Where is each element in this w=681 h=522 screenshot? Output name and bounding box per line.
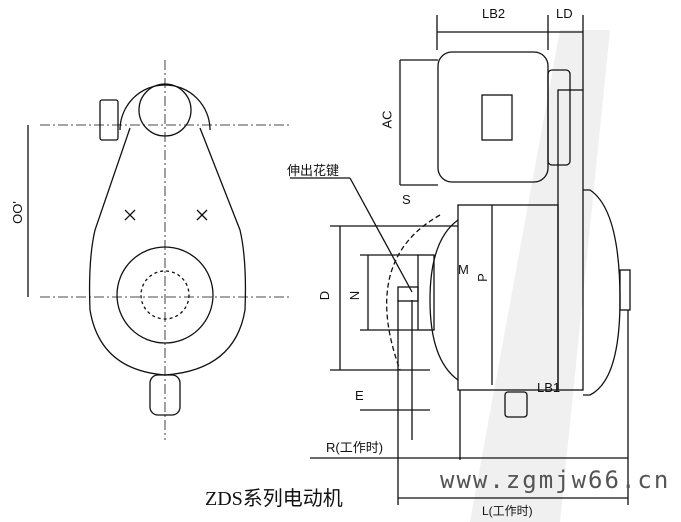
label-ld: LD — [556, 6, 573, 21]
label-oo: OO' — [9, 201, 25, 224]
label-l: L(工作时) — [482, 504, 533, 518]
watermark: www.zgmjw66.cn — [440, 466, 671, 494]
label-lb2: LB2 — [482, 6, 506, 21]
watermark-stripe — [470, 30, 610, 522]
brake-motor — [399, 15, 584, 186]
label-n: N — [347, 290, 363, 301]
label-s: S — [402, 192, 411, 207]
label-d: D — [317, 290, 333, 301]
end-view — [27, 60, 290, 440]
label-r: R(工作时) — [326, 440, 384, 455]
label-e: E — [355, 388, 364, 403]
label-ac: AC — [379, 110, 395, 129]
main-motor — [290, 89, 631, 505]
label-m: M — [458, 262, 469, 277]
label-spline: 伸出花键 — [287, 163, 340, 178]
diagram-caption: ZDS系列电动机 — [205, 488, 343, 510]
label-p: P — [474, 273, 490, 282]
label-lb1: LB1 — [537, 380, 561, 395]
